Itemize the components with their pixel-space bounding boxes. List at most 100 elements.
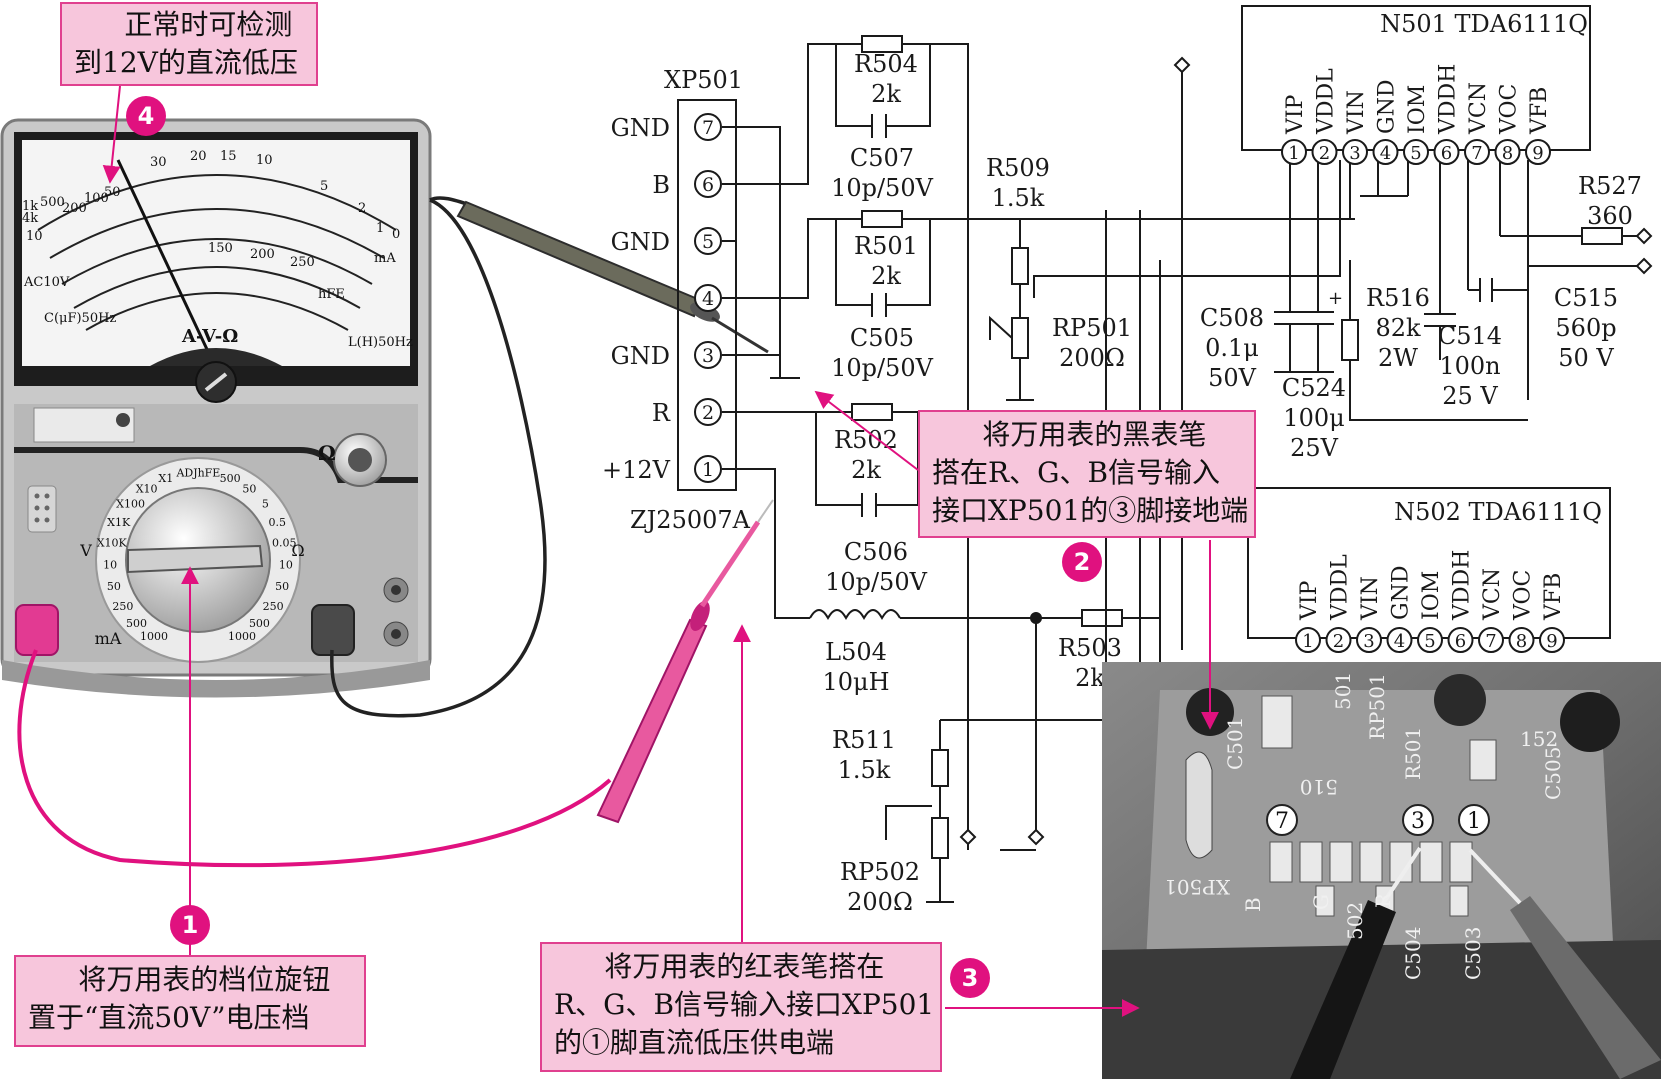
ic2-pin-circle [1325,627,1352,653]
ic2-pin-number: 8 [1516,631,1527,652]
knob-range-label: ADJ [175,467,197,480]
ic1-pin-number: 3 [1349,143,1360,164]
ic2-name: N502 TDA6111Q [1394,498,1602,526]
ic1-pin-number: 4 [1380,143,1391,164]
label-rp502-line: RP502 [840,858,920,886]
meter-scale-label: 0 [392,227,400,242]
connector-pin-circle [694,455,722,483]
label-c514-line: C514 [1438,322,1502,350]
ic1-pin-name: VDDH [1436,64,1461,135]
knob-range-label: 250 [263,600,284,613]
meter-needle [116,159,214,361]
ic1-pin-number: 5 [1410,143,1421,164]
meter-scale-label: 10 [256,153,273,168]
connector-pin-label: B [652,171,670,199]
ic2-pin-number: 5 [1424,631,1435,652]
meter-scale-label: 100 [84,191,109,206]
knob-range-label: mA [95,629,122,648]
ic2-pin-name: VCN [1480,568,1505,621]
ic1-pin-number: 6 [1441,143,1452,164]
step-badge-4: 4 [126,96,166,136]
note-top-voltage: 正常时可检测 到12V的直流低压 [60,2,318,86]
label-c515-line: 50 V [1558,344,1614,372]
svg-text:+: + [1328,288,1343,309]
ic2-pin-circle [1386,627,1413,653]
red-lead-cable [17,649,612,868]
knob-range-label: X100 [116,497,145,510]
pcb-silkscreen-label: R [1371,892,1395,908]
pcb-pin-badge [1402,804,1434,836]
label-c507-line: 10p/50V [831,174,934,202]
label-r501-line: 2k [871,262,901,290]
label-c524-line: C524 [1282,374,1346,402]
label-l504-line: 10μH [822,668,889,696]
ic1-pin-circle [1372,139,1399,165]
red-probe[interactable] [596,499,774,824]
label-c524-line: 100μ [1283,404,1344,432]
label-rp502-line: 200Ω [847,888,913,916]
note-knob-line-1: 将万用表的档位旋钮 [78,963,331,996]
knob-range-label: Ω [291,541,304,560]
knob-range-label: 10 [279,558,293,571]
red-jack[interactable] [15,604,59,656]
meter-scale-label: 250 [290,255,315,270]
label-c507-line: C507 [850,144,914,172]
ohm-adjust-label: Ω [318,441,336,465]
label-c514-line: 100n [1439,352,1500,380]
meter-scale-label: AC10V [23,275,70,290]
black-lead-cable [330,198,547,718]
connector-pin-label: GND [611,114,670,142]
pcb-silkscreen-label: G [1309,894,1333,910]
label-r516-line: 2W [1378,344,1418,372]
label-r504-line: R504 [854,50,918,78]
knob-range-label: 50 [242,483,256,496]
connector-pin-circle [694,113,722,141]
black-jack[interactable] [311,604,355,656]
meter-scale-label: 4k [22,211,38,226]
ic2-pin-number: 2 [1333,631,1344,652]
label-c506-line: 10p/50V [825,568,928,596]
ic1-pin-number: 1 [1288,143,1299,164]
label-l504-line: L504 [825,638,887,666]
meter-scale-label: hFE [318,287,345,302]
ic2-pin-number: 9 [1546,631,1557,652]
ic1-pin-name: VIN [1344,90,1369,135]
meter-scale-label: 5 [320,179,328,194]
note-knob-line-2: 置于“直流50V”电压档 [28,1001,310,1034]
label-c508-line: 0.1μ [1205,334,1259,362]
knob-range-label: 500 [126,617,147,630]
ic2-pin-name: GND [1389,566,1414,620]
ic1-pin-name: GND [1375,80,1400,134]
ic1-pin-circle [1464,139,1490,165]
connector-pin-circle [694,341,722,369]
label-r511-line: 1.5k [838,756,891,784]
label-r501-line: R501 [854,232,918,260]
ic1-pin-circle [1494,139,1521,165]
pcb-silkscreen-label: C504 [1401,927,1425,980]
pcb-pin-badge [1458,804,1490,836]
step-badge-3: 3 [950,958,990,998]
ic2-pin-name: VFB [1541,573,1566,621]
note-black-probe: 将万用表的黑表笔 搭在R、G、B信号输入 接口XP501的③脚接地端 [918,410,1256,538]
ic2-pin-name: VDDH [1450,550,1475,621]
ic2-pin-circle [1295,627,1321,653]
ic2-pin-name: VDDL [1328,554,1353,621]
pcb-pin-badge [1266,804,1298,836]
pcb-pin-badge-number: 7 [1275,809,1289,834]
label-r503-line: R503 [1058,634,1122,662]
note-top-line-1: 正常时可检测 [124,8,293,41]
knob-range-label: hFE [198,467,221,480]
meter-scale-label: 30 [150,155,167,170]
knob-range-label: 0.05 [272,537,297,550]
knob-range-label: 500 [220,472,241,485]
label-c505-line: 10p/50V [831,354,934,382]
label-c514-line: 25 V [1442,382,1498,410]
connector-pin-label: +12V [602,456,671,484]
pcb-silkscreen-label: 502 [1343,902,1367,940]
ic1-pin-number: 2 [1319,143,1330,164]
connector-pin-number: 5 [702,231,714,253]
label-c508-line: 50V [1208,364,1257,392]
meter-scale-label: 15 [220,149,237,164]
connector-pin-circle [694,170,722,198]
